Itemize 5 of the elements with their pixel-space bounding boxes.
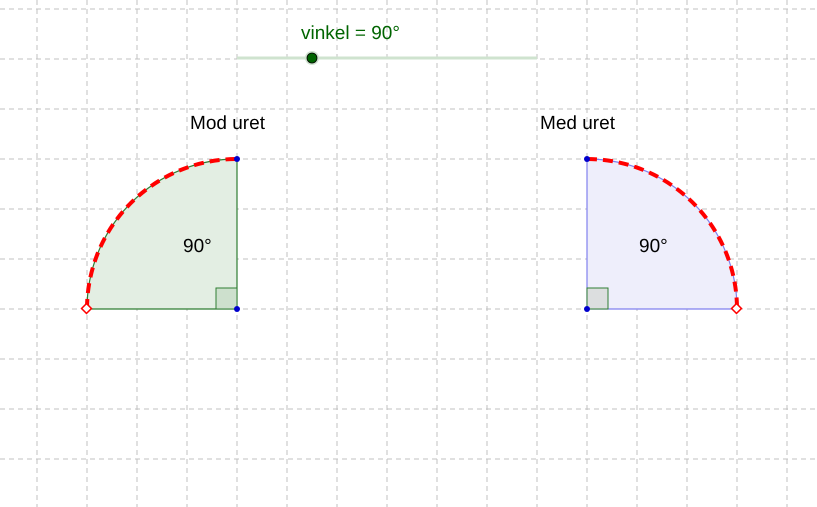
angle-label: 90° — [639, 237, 668, 256]
heading-label: Med uret — [540, 114, 615, 133]
heading-label: Mod uret — [190, 114, 265, 133]
slider-label: vinkel = 90° — [301, 24, 400, 43]
angle-label: 90° — [183, 237, 212, 256]
